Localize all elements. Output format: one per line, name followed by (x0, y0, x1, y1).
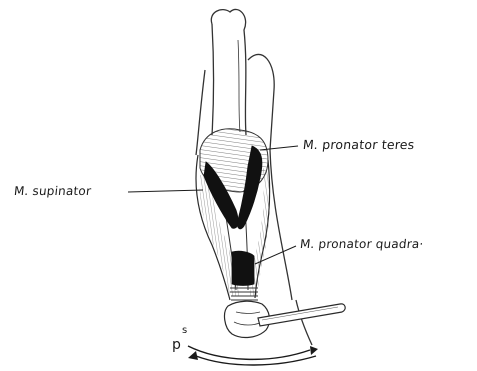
handle-rod (258, 304, 345, 326)
label-rotation-p: p (172, 337, 181, 353)
pronator-quadratus-muscle (232, 251, 254, 285)
label-supinator: M. supinator (13, 184, 92, 198)
humerus-bone (211, 9, 246, 135)
label-rotation-s: s (182, 325, 187, 336)
label-pronator-teres: M. pronator teres (302, 137, 415, 152)
rotation-arrows (188, 346, 316, 365)
label-pronator-quadratus: M. pronator quadra· (299, 237, 424, 251)
